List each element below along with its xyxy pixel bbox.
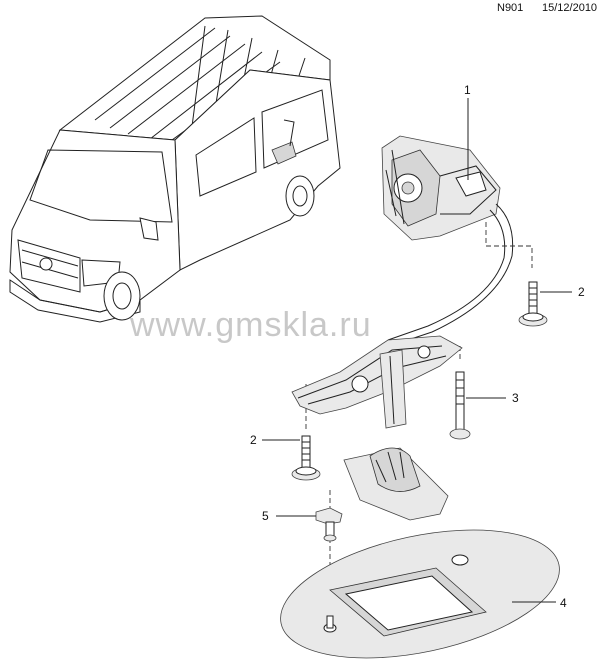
van-illustration: [9, 15, 341, 323]
diagram-date: 15/12/2010: [542, 2, 598, 14]
diagram-code: N901: [497, 2, 524, 14]
bolt-left: [291, 435, 321, 481]
dash-line: [420, 345, 461, 360]
callout-2: 2: [578, 285, 585, 299]
bolt-right: [518, 281, 548, 327]
cover-plate: [280, 529, 560, 659]
dash-line: [485, 222, 533, 268]
callout-2: 2: [250, 433, 257, 447]
bolt-long: [449, 371, 471, 440]
wing-screw: [315, 507, 343, 542]
location-marker-icon: [271, 141, 297, 165]
carrier-bracket: [291, 335, 463, 521]
callout-4: 4: [560, 596, 567, 610]
watermark-text: www.gmskla.ru: [129, 306, 372, 344]
callout-5: 5: [262, 509, 269, 523]
callout-3: 3: [512, 391, 519, 405]
winch-mechanism: [381, 135, 514, 347]
callout-1: 1: [464, 83, 471, 97]
